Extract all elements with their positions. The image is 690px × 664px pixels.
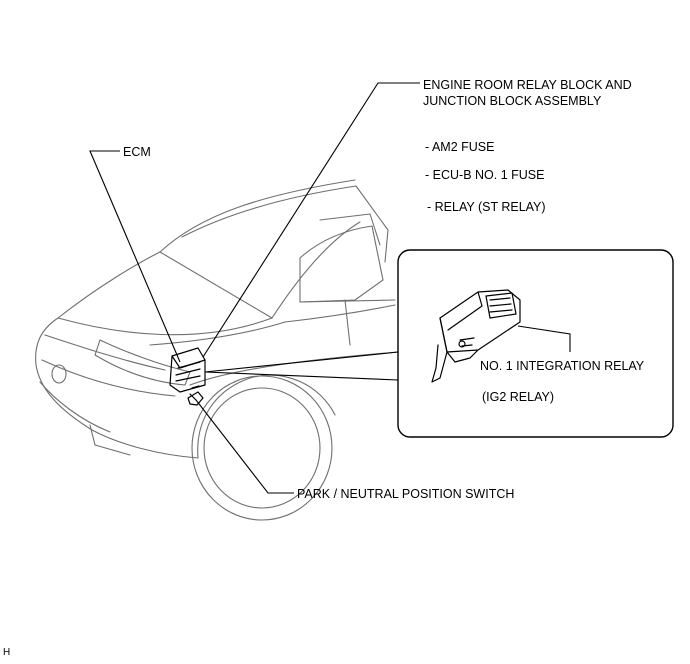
park-neutral-switch-part bbox=[187, 385, 204, 406]
ecm-unit bbox=[169, 347, 206, 393]
relay-block-leader bbox=[202, 82, 420, 358]
ig2-relay-label: (IG2 RELAY) bbox=[482, 390, 555, 404]
inset-pointer-top bbox=[204, 351, 399, 373]
park-neutral-switch-label: PARK / NEUTRAL POSITION SWITCH bbox=[297, 487, 515, 501]
st-relay-label: - RELAY (ST RELAY) bbox=[427, 200, 546, 214]
ecm-label: ECM bbox=[123, 145, 151, 159]
vehicle-outline bbox=[35, 179, 399, 521]
integration-relay-label: NO. 1 INTEGRATION RELAY bbox=[480, 359, 645, 373]
relay-block-detail bbox=[431, 289, 521, 383]
relay-block-label-line1: ENGINE ROOM RELAY BLOCK AND bbox=[423, 78, 632, 92]
am2-fuse-label: - AM2 FUSE bbox=[425, 140, 495, 154]
park-neutral-leader bbox=[195, 399, 294, 494]
inset-frame bbox=[397, 249, 674, 438]
integration-relay-leader bbox=[517, 325, 571, 352]
corner-mark: H bbox=[3, 647, 11, 658]
ecm-leader bbox=[89, 150, 181, 363]
relay-block-label-line2: JUNCTION BLOCK ASSEMBLY bbox=[423, 94, 602, 108]
inset-pointer-bottom bbox=[204, 371, 399, 381]
ecub-fuse-label: - ECU-B NO. 1 FUSE bbox=[425, 168, 545, 182]
leader-lines bbox=[89, 82, 571, 494]
